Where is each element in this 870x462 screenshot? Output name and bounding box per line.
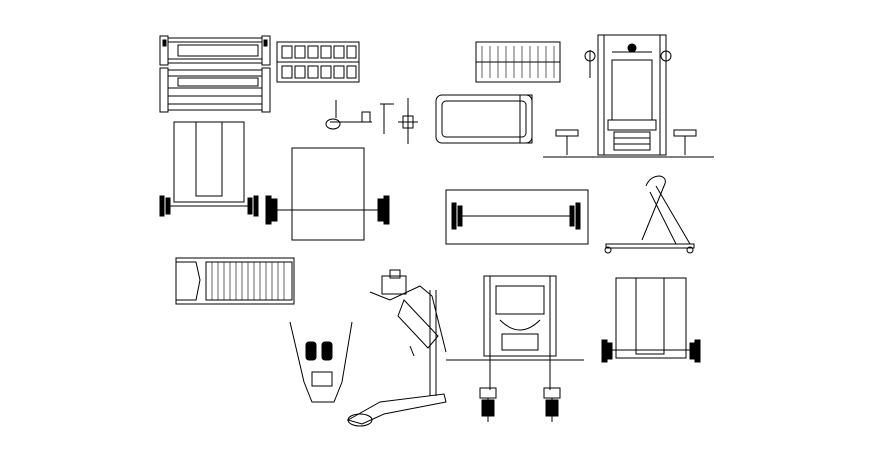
dumbbell-set-small [325,98,418,144]
weight-rack-grid-left [276,41,360,83]
treadmill-top-view [435,94,533,144]
barbell-on-mat [265,147,390,241]
bench-with-barbell [159,121,259,217]
multi-gym-station [543,34,714,158]
bench-press-stack-top [159,35,271,113]
stepper-side-view [604,175,695,254]
barbell-in-frame [445,189,589,245]
weight-rack-grid-right [475,41,561,83]
smith-machine-front [456,275,584,422]
leg-press-machine [289,269,458,427]
rowing-machine-top [175,257,295,305]
bench-with-barbell-lower [601,277,701,363]
